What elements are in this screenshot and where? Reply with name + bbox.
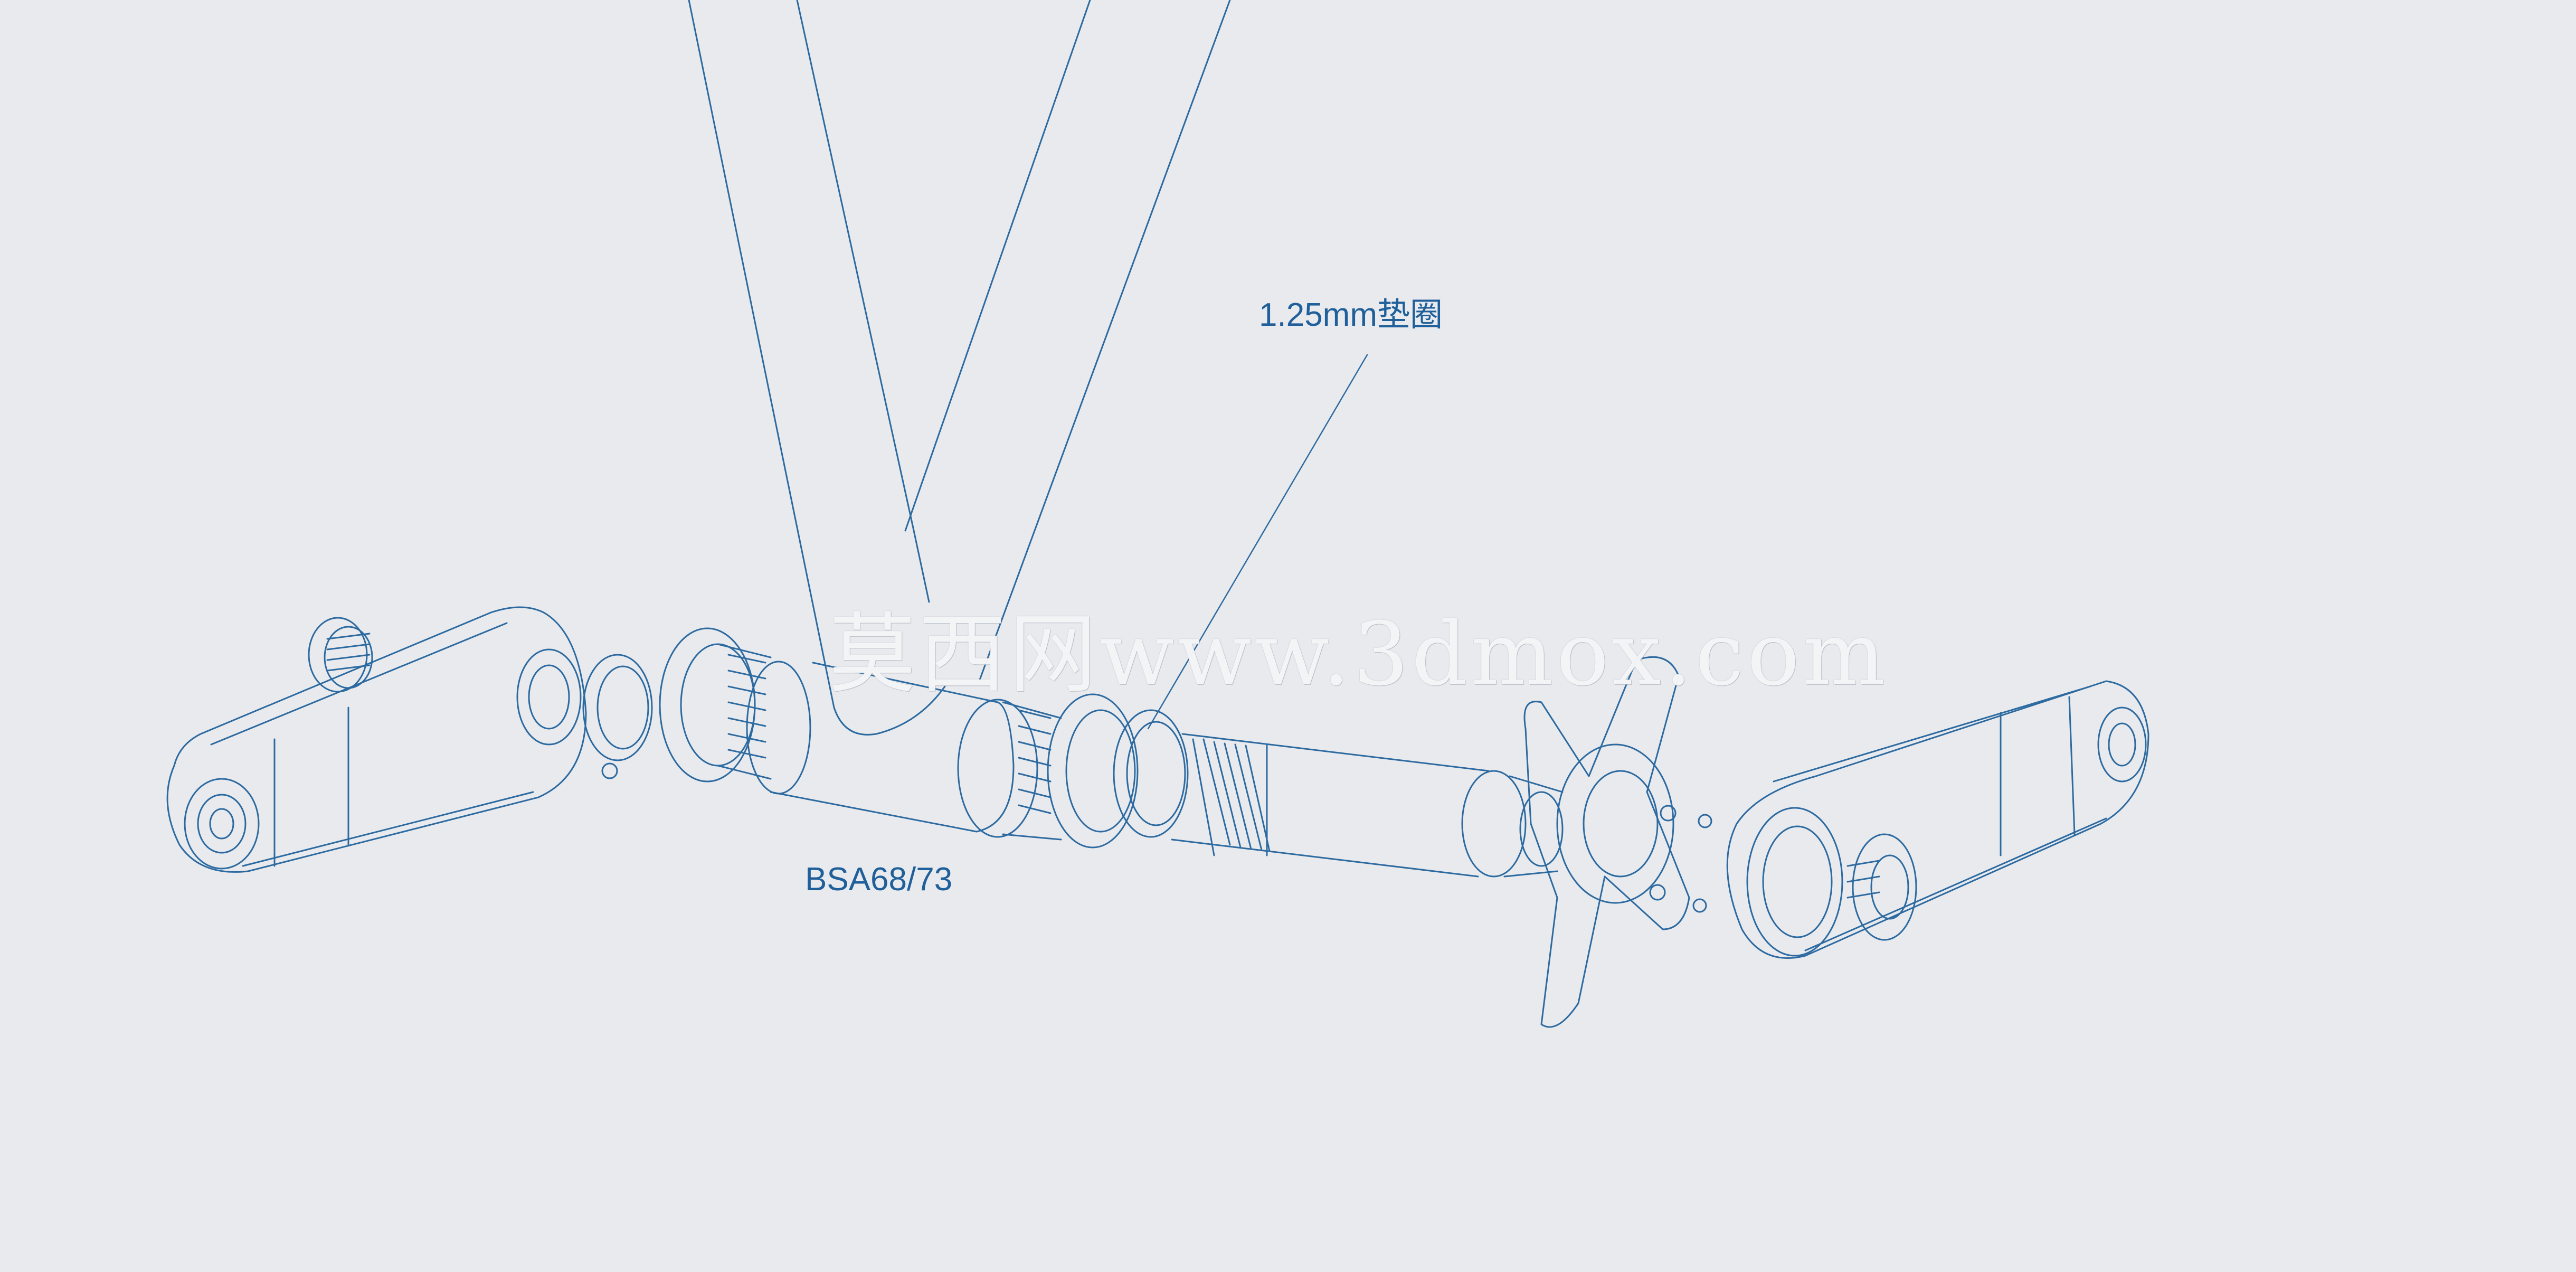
bottom-bracket-standard-label: BSA68/73	[805, 861, 953, 898]
bottom-bracket-shell	[746, 661, 1015, 833]
right-bearing-cup	[957, 693, 1139, 849]
preload-ring	[582, 654, 653, 779]
spacer-ring	[1113, 709, 1189, 838]
chainring-spider	[1523, 656, 1712, 1028]
right-crank-bolt	[1846, 833, 1917, 941]
left-crank-arm	[166, 606, 587, 873]
frame-tubes	[688, 0, 1231, 736]
watermark-text: 莫西网www.3dmox.com	[829, 604, 1889, 705]
left-bearing-cup	[659, 627, 772, 783]
right-crank-arm	[1726, 680, 2149, 959]
spacer-leader-line	[1147, 354, 1368, 730]
left-crank-bolt	[308, 617, 373, 693]
spindle-axle	[1171, 733, 1564, 878]
spacer-callout-label: 1.25mm垫圈	[1259, 297, 1443, 333]
